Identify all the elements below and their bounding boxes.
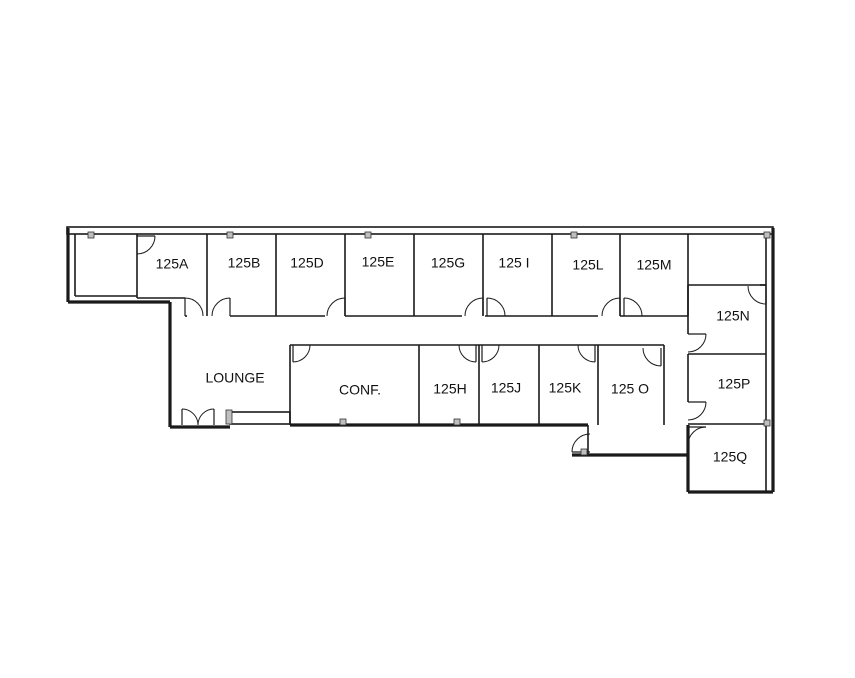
room-label-125m: 125M bbox=[636, 257, 671, 273]
room-label-conf: CONF. bbox=[339, 382, 381, 398]
room-label-125b: 125B bbox=[228, 255, 261, 271]
interior-walls bbox=[136, 234, 766, 425]
columns bbox=[87, 231, 771, 456]
room-label-125k: 125K bbox=[549, 380, 582, 396]
room-label-125e: 125E bbox=[362, 254, 395, 270]
room-label-125o: 125 O bbox=[611, 381, 649, 397]
room-label-125i: 125 I bbox=[498, 255, 529, 271]
room-label-125g: 125G bbox=[431, 255, 465, 271]
room-label-125d: 125D bbox=[290, 255, 323, 271]
room-label-125a: 125A bbox=[156, 256, 189, 272]
doors bbox=[136, 235, 767, 453]
room-label-125l: 125L bbox=[572, 257, 603, 273]
room-label-125p: 125P bbox=[718, 376, 751, 392]
room-label-125n: 125N bbox=[716, 308, 749, 324]
room-labels: 125A 125B 125D 125E 125G 125 I 125L 125M… bbox=[156, 254, 751, 465]
room-label-lounge: LOUNGE bbox=[205, 370, 264, 386]
room-label-125h: 125H bbox=[433, 381, 466, 397]
room-label-125j: 125J bbox=[491, 380, 521, 396]
room-label-125q: 125Q bbox=[713, 449, 747, 465]
